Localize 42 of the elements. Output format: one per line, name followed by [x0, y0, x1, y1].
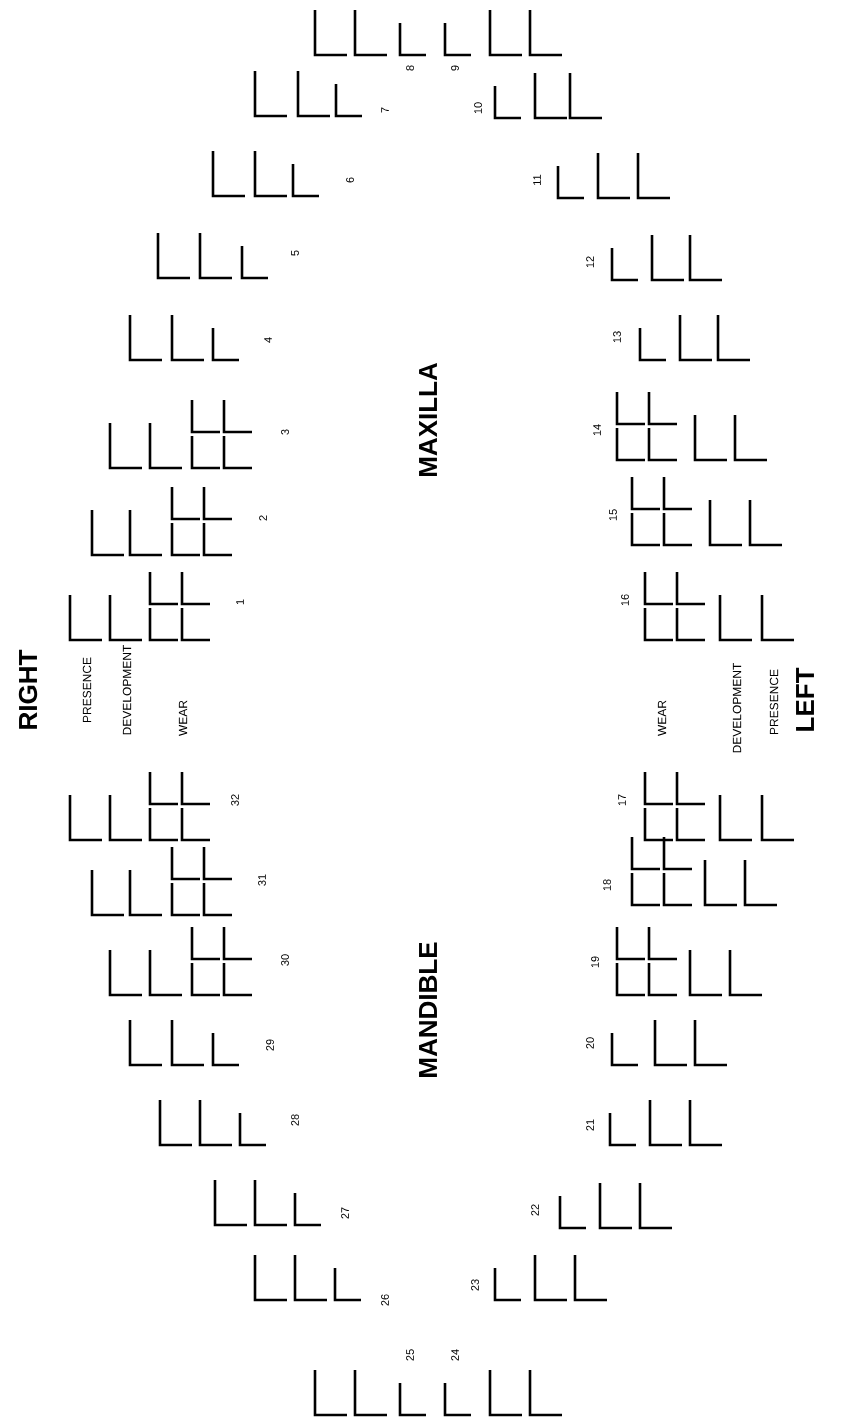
tooth-number: 23: [471, 1279, 479, 1291]
tooth-number: 26: [381, 1294, 389, 1306]
tooth-number: 13: [613, 331, 621, 343]
tooth-number: 17: [618, 794, 626, 806]
tooth-number: 31: [258, 874, 266, 886]
tooth-number: 2: [259, 515, 267, 521]
tooth-number: 29: [266, 1039, 274, 1051]
tooth-number: 9: [451, 65, 459, 71]
tooth-number: 8: [406, 65, 414, 71]
tooth-number: 30: [281, 954, 289, 966]
tooth-number: 12: [586, 256, 594, 268]
column-heading: DEVELOPMENT: [122, 644, 132, 735]
tooth-number: 11: [533, 174, 541, 185]
column-heading: PRESENCE: [82, 657, 92, 723]
tooth-number: 19: [591, 956, 599, 968]
tooth-number: 14: [593, 424, 601, 436]
tooth-number: 6: [346, 177, 354, 183]
tooth-number: 22: [531, 1204, 539, 1216]
jaw-heading: MANDIBLE: [419, 942, 437, 1077]
tooth-number: 18: [603, 879, 611, 891]
jaw-heading: MAXILLA: [419, 362, 437, 477]
column-heading: PRESENCE: [769, 669, 779, 735]
column-heading: WEAR: [657, 700, 667, 736]
side-heading: LEFT: [796, 667, 814, 731]
tooth-number: 21: [586, 1119, 594, 1131]
tooth-number: 1: [236, 599, 244, 605]
tooth-number: 3: [281, 429, 289, 435]
column-heading: DEVELOPMENT: [732, 662, 742, 753]
tooth-number: 5: [291, 250, 299, 256]
tooth-number: 4: [264, 337, 272, 343]
tooth-number: 25: [406, 1349, 414, 1361]
tooth-number: 32: [231, 794, 239, 806]
tooth-number: 16: [621, 594, 629, 606]
tooth-number: 7: [381, 107, 389, 113]
tooth-number: 24: [451, 1349, 459, 1361]
tooth-number: 27: [341, 1207, 349, 1219]
tooth-number: 10: [474, 102, 482, 114]
tooth-number: 28: [291, 1114, 299, 1126]
side-heading: RIGHT: [18, 649, 38, 729]
tooth-number: 20: [586, 1037, 594, 1049]
tooth-number: 15: [609, 509, 617, 521]
column-heading: WEAR: [178, 700, 188, 736]
